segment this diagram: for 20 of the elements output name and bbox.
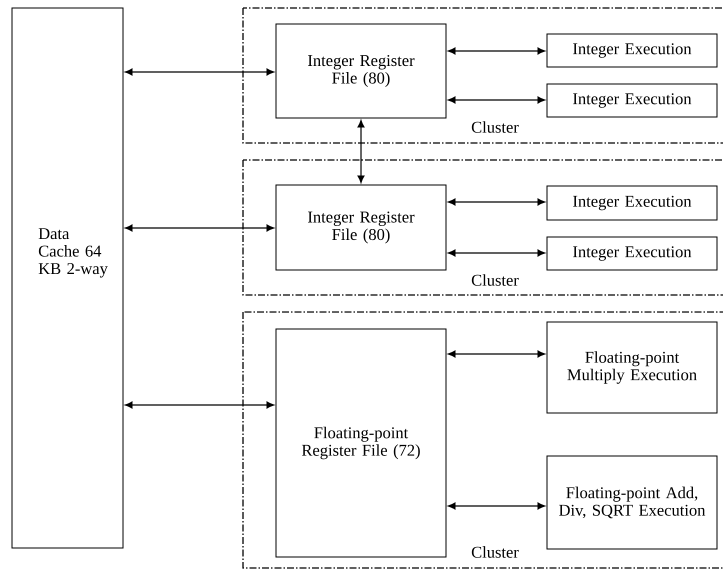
block-box: Integer Execution: [546, 34, 718, 68]
block-box: Integer Register File (80): [276, 184, 446, 270]
block-box: Integer Execution: [546, 186, 718, 220]
block-box: Floating-point Add, Div, SQRT Execution: [546, 456, 718, 550]
block-box: Integer Execution: [546, 84, 718, 118]
arrow: [125, 402, 274, 408]
arrow: [125, 224, 274, 232]
arrow: [448, 350, 545, 358]
arrow: [448, 96, 545, 104]
arrow: [125, 68, 274, 76]
arrow: [448, 250, 545, 256]
arrow: [448, 48, 545, 54]
arrow: [448, 502, 545, 510]
block-box: Floating-point Register File (72): [276, 328, 446, 558]
arrow: [448, 198, 545, 206]
block-box: Integer Register File (80): [276, 24, 446, 118]
block-box: Floating-point Multiply Execution: [546, 322, 718, 414]
block-box: Integer Execution: [546, 236, 718, 270]
block-box: Data Cache 64 KB 2-way: [12, 8, 124, 548]
arrow: [358, 120, 364, 183]
